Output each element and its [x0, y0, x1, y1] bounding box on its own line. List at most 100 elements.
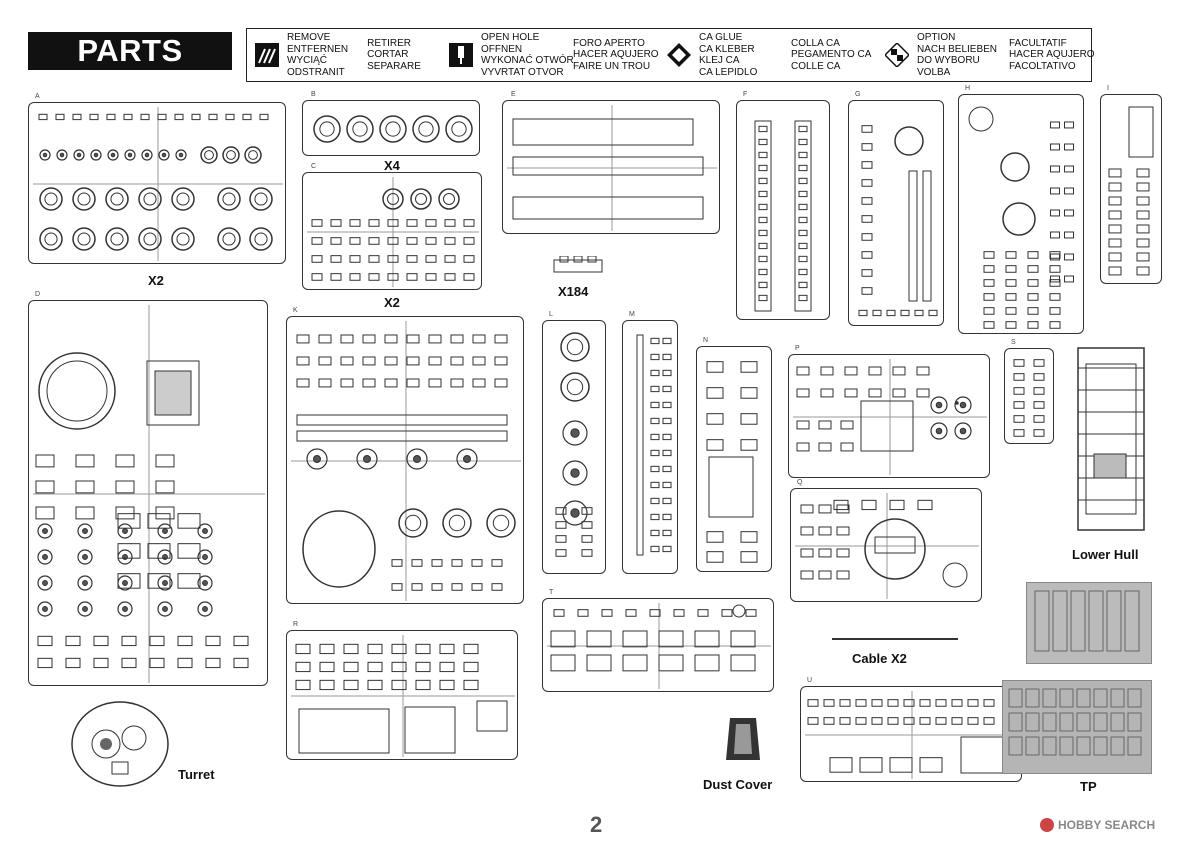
sprue-h-parts	[968, 106, 1074, 329]
legend-text: CORTAR	[367, 49, 409, 61]
legend-text: OPEN HOLE	[481, 32, 540, 43]
sprue-m: M	[622, 311, 678, 574]
lower-hull-drawing	[1064, 338, 1154, 538]
sprue-p-parts	[793, 359, 987, 475]
turret-drawing	[68, 698, 172, 790]
caption-c-x2: X2	[384, 295, 400, 310]
photo-etch-sheet-1	[1026, 582, 1152, 664]
sprue-e-parts	[507, 105, 717, 231]
photo-etch-sheet-2	[1002, 680, 1152, 774]
sprue-a-parts	[33, 107, 283, 261]
legend-text: PEGAMENTO CA	[791, 49, 872, 61]
sprue-u: U	[800, 677, 1022, 782]
cable-line	[832, 638, 958, 640]
sprue-letter-i: I	[1107, 85, 1109, 92]
sprue-letter-n: N	[703, 337, 709, 344]
sprue-letter-k: K	[293, 307, 298, 314]
sprue-q: Q	[790, 479, 982, 602]
sprue-letter-t: T	[549, 589, 554, 596]
sprue-q-parts	[795, 493, 979, 599]
sprue-f-parts	[754, 120, 812, 312]
legend-text: HACER AQUJERO	[573, 49, 659, 61]
sprue-b: B	[302, 91, 480, 156]
sprue-letter-r: R	[293, 621, 299, 628]
hobby-search-logo-icon	[1040, 818, 1054, 832]
legend-text: CA KLEBER	[699, 43, 755, 55]
legend-text: SEPARARE	[367, 60, 421, 72]
sprue-c-parts	[307, 177, 479, 287]
legend-text: ENTFERNEN	[287, 43, 349, 55]
sprue-letter-g: G	[855, 91, 861, 98]
caption-links-x184: X184	[558, 284, 589, 299]
caption-dust-cover: Dust Cover	[703, 777, 773, 792]
sprue-letter-p: P	[795, 345, 800, 352]
sprue-s-parts	[1013, 359, 1045, 437]
sprue-u-parts	[805, 691, 1019, 779]
sprue-n: N	[696, 337, 772, 572]
legend-text: OFFNEN	[481, 43, 523, 55]
track-link-drawing	[550, 255, 606, 276]
sprue-i: I	[1100, 85, 1162, 284]
legend-text: VYVRTAT OTVOR	[481, 66, 564, 78]
legend-text: RETIRER	[367, 37, 412, 49]
sprue-letter-b: B	[311, 91, 316, 98]
sprue-letter-s: S	[1011, 339, 1016, 346]
sprue-m-parts	[636, 334, 672, 556]
sprue-n-parts	[706, 361, 758, 563]
sprue-h: H	[958, 85, 1084, 334]
sprue-g: G	[848, 91, 944, 326]
glue-icon	[667, 43, 691, 67]
legend-text: COLLA CA	[791, 37, 840, 49]
legend-text: ODSTRANIT	[287, 66, 345, 78]
sprue-d-parts	[33, 305, 265, 683]
sprue-t: T	[542, 589, 774, 692]
legend-text: WYKONAĆ OTWÓR	[481, 55, 574, 66]
legend-text: VOLBA	[917, 66, 951, 78]
open-hole-icon	[449, 43, 473, 67]
page-number: 2	[590, 812, 603, 837]
legend-text: FACOLTATIVO	[1009, 60, 1076, 72]
caption-a-x2: X2	[148, 273, 164, 288]
sprue-letter-h: H	[965, 85, 971, 92]
sprue-l-parts	[555, 332, 593, 557]
sprue-r: R	[286, 621, 518, 760]
sprue-g-parts	[858, 125, 938, 317]
option-icon	[883, 41, 911, 69]
legend-text: DO WYBORU	[917, 55, 980, 66]
legend-text: CA GLUE	[699, 32, 743, 43]
sprue-k: K	[286, 307, 524, 604]
sprue-a: A	[28, 93, 286, 264]
sprue-c: C	[302, 163, 482, 290]
sprue-t-parts	[547, 603, 771, 689]
sprue-i-parts	[1108, 106, 1154, 276]
legend-text: REMOVE	[287, 32, 331, 43]
legend-text: HACER AQUJERO	[1009, 49, 1095, 61]
legend-text: OPTION	[917, 32, 956, 43]
caption-tp: TP	[1080, 779, 1097, 794]
legend-text: FACULTATIF	[1009, 37, 1067, 49]
caption-cable-x2: Cable X2	[852, 651, 907, 666]
watermark: HOBBY SEARCH	[1040, 818, 1155, 832]
legend-text: FAIRE UN TROU	[573, 60, 651, 72]
caption-lower-hull: Lower Hull	[1072, 547, 1139, 562]
legend-text: COLLE CA	[791, 60, 841, 72]
caption-turret: Turret	[178, 767, 215, 782]
sprue-r-parts	[291, 635, 515, 757]
sprue-letter-c: C	[311, 163, 317, 170]
legend-text: KLEJ CA	[699, 55, 740, 66]
sprue-letter-l: L	[549, 311, 553, 318]
sprue-letter-d: D	[35, 291, 41, 298]
sprue-letter-e: E	[511, 91, 516, 98]
sprue-l: L	[542, 311, 606, 574]
caption-b-x4: X4	[384, 158, 400, 173]
legend-text: WYCIĄĆ	[287, 55, 327, 66]
sprue-letter-a: A	[35, 93, 40, 100]
